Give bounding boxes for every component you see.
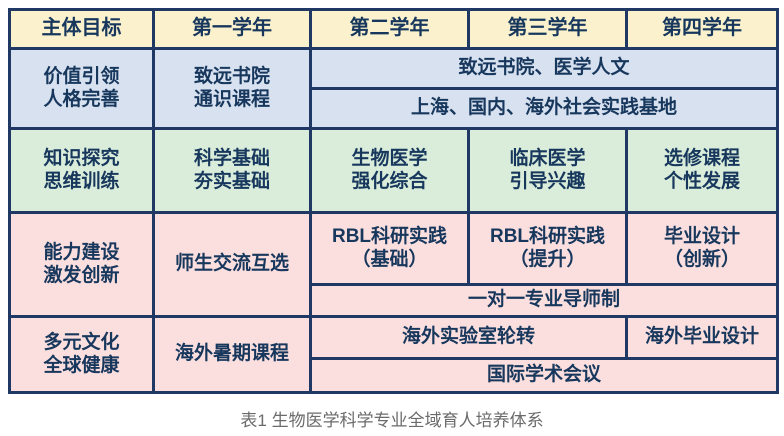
- cell-culture-conference: 国际学术会议: [309, 357, 779, 394]
- cell-culture-goal: 多元文化 全球健康: [8, 315, 155, 394]
- culture-band-row-bottom: 国际学术会议: [10, 357, 779, 394]
- cell-ability-year4: 毕业设计 （创新）: [625, 211, 779, 286]
- header-cell-year3: 第三学年: [467, 8, 628, 50]
- cell-ability-mentorship: 一对一专业导师制: [309, 283, 779, 318]
- table-caption: 表1 生物医学科学专业全域育人培养体系: [240, 411, 544, 430]
- header-row: 主体目标 第一学年 第二学年 第三学年 第四学年: [8, 8, 779, 50]
- header-cell-year4: 第四学年: [625, 8, 779, 50]
- values-band-row-bottom: 上海、国内、海外社会实践基地: [10, 87, 779, 130]
- cell-knowledge-goal: 知识探究 思维训练: [8, 127, 155, 214]
- knowledge-band-row: 知识探究 思维训练 科学基础 夯实基础 生物医学 强化综合 临床医学 引导兴趣 …: [8, 127, 779, 214]
- cell-culture-year1: 海外暑期课程: [152, 315, 312, 394]
- values-band-row-top: 价值引领 人格完善 致远书院 通识课程 致远书院、医学人文: [8, 47, 779, 130]
- header-cell-year1: 第一学年: [152, 8, 312, 50]
- cell-knowledge-year4: 选修课程 个性发展: [625, 127, 779, 214]
- cell-values-college-humanities: 致远书院、医学人文: [309, 47, 779, 90]
- cell-culture-lab-rotation: 海外实验室轮转: [309, 315, 628, 360]
- cell-ability-year3: RBL科研实践 （提升）: [467, 211, 628, 286]
- cell-ability-goal: 能力建设 激发创新: [8, 211, 155, 318]
- cell-culture-year4: 海外毕业设计: [625, 315, 779, 360]
- cell-knowledge-year1: 科学基础 夯实基础: [152, 127, 312, 214]
- cell-values-practice-bases: 上海、国内、海外社会实践基地: [309, 87, 779, 130]
- ability-band-row-bottom: 一对一专业导师制: [10, 283, 779, 318]
- cell-knowledge-year2: 生物医学 强化综合: [309, 127, 470, 214]
- ability-band-row-top: 能力建设 激发创新 师生交流互选 RBL科研实践 （基础） RBL科研实践 （提…: [8, 211, 779, 318]
- header-cell-year2: 第二学年: [309, 8, 470, 50]
- training-system-table: 主体目标 第一学年 第二学年 第三学年 第四学年 价值引领 人格完善 致远书院 …: [8, 8, 779, 394]
- cell-values-goal: 价值引领 人格完善: [8, 47, 155, 130]
- cell-ability-year1: 师生交流互选: [152, 211, 312, 318]
- culture-band-row-top: 多元文化 全球健康 海外暑期课程 海外实验室轮转 海外毕业设计: [8, 315, 779, 394]
- cell-ability-year2: RBL科研实践 （基础）: [309, 211, 470, 286]
- cell-values-year1: 致远书院 通识课程: [152, 47, 312, 130]
- header-cell-goal: 主体目标: [8, 8, 155, 50]
- cell-knowledge-year3: 临床医学 引导兴趣: [467, 127, 628, 214]
